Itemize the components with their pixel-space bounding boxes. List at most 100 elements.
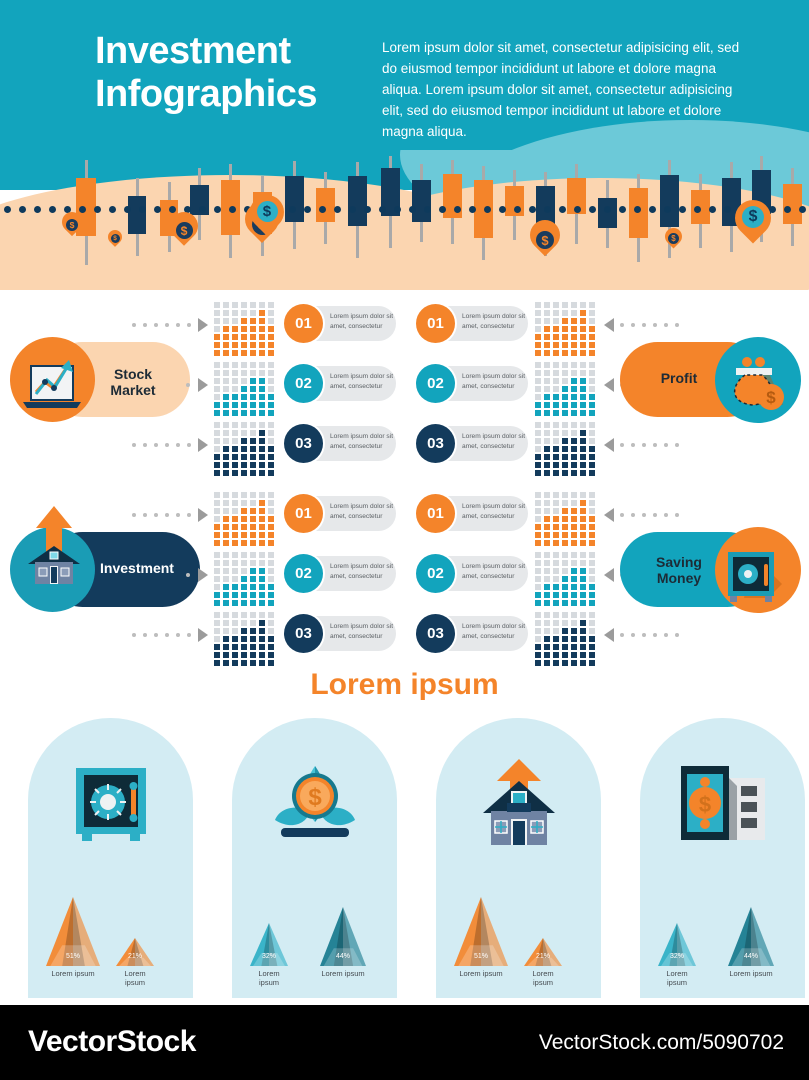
matrix-dot bbox=[553, 470, 559, 476]
card-icon-wrap: $ bbox=[232, 748, 397, 858]
candle-body bbox=[629, 188, 648, 238]
matrix-dot bbox=[223, 378, 229, 384]
matrix-dot bbox=[571, 592, 577, 598]
matrix-dot bbox=[241, 560, 247, 566]
connector-dot bbox=[132, 323, 136, 327]
pill-text: Lorem ipsum dolor sit amet, consectetur bbox=[330, 313, 394, 330]
svg-text:$: $ bbox=[698, 792, 710, 817]
connector-dot bbox=[631, 513, 635, 517]
arrow-right-icon bbox=[198, 568, 208, 582]
matrix-dot bbox=[589, 516, 595, 522]
matrix-dot bbox=[553, 584, 559, 590]
matrix-dot bbox=[589, 470, 595, 476]
baseline-dot bbox=[664, 206, 671, 213]
matrix-dot bbox=[223, 612, 229, 618]
matrix-dot bbox=[268, 492, 274, 498]
matrix-dot bbox=[214, 318, 220, 324]
matrix-dot bbox=[571, 430, 577, 436]
matrix-dot bbox=[589, 660, 595, 666]
matrix-dot bbox=[562, 430, 568, 436]
matrix-dot bbox=[250, 524, 256, 530]
hub-saving-money[interactable]: Saving Money bbox=[620, 527, 801, 613]
candle bbox=[316, 150, 335, 290]
pill-text: Lorem ipsum dolor sit amet, consectetur bbox=[462, 563, 526, 580]
matrix-dot bbox=[232, 430, 238, 436]
hub-stock-market[interactable]: Stock Market bbox=[10, 337, 190, 422]
connector-dot bbox=[154, 323, 158, 327]
matrix-dot bbox=[544, 628, 550, 634]
matrix-dot bbox=[214, 454, 220, 460]
matrix-dot bbox=[214, 644, 220, 650]
matrix-dot bbox=[268, 568, 274, 574]
hub-investment[interactable]: Investment bbox=[10, 506, 200, 612]
candle bbox=[567, 150, 586, 290]
matrix-dot bbox=[268, 612, 274, 618]
matrix-dot bbox=[241, 516, 247, 522]
matrix-dot bbox=[589, 592, 595, 598]
matrix-dot bbox=[214, 660, 220, 666]
connector-dot bbox=[631, 323, 635, 327]
matrix-dot bbox=[535, 592, 541, 598]
connector-dot bbox=[620, 323, 624, 327]
baseline-dot bbox=[634, 206, 641, 213]
matrix-dot bbox=[571, 660, 577, 666]
arrow-right-icon bbox=[198, 438, 208, 452]
matrix-dot bbox=[268, 524, 274, 530]
matrix-dot bbox=[535, 422, 541, 428]
matrix-dot bbox=[241, 612, 247, 618]
matrix-dot bbox=[259, 492, 265, 498]
matrix-dot bbox=[223, 402, 229, 408]
matrix-dot bbox=[214, 342, 220, 348]
matrix-dot bbox=[241, 620, 247, 626]
pyramid: 51%Lorem ipsum bbox=[46, 897, 100, 978]
baseline-dot bbox=[424, 206, 431, 213]
matrix-dot bbox=[250, 516, 256, 522]
matrix-dot bbox=[535, 310, 541, 316]
matrix-dot bbox=[223, 394, 229, 400]
matrix-dot bbox=[259, 620, 265, 626]
baseline-dot bbox=[379, 206, 386, 213]
matrix-dot bbox=[250, 446, 256, 452]
matrix-dot bbox=[259, 438, 265, 444]
chart-baseline-dots bbox=[0, 206, 809, 213]
candle-body bbox=[474, 180, 493, 238]
hub-profit[interactable]: $ Profit bbox=[620, 337, 801, 423]
matrix-dot bbox=[268, 552, 274, 558]
matrix-dot bbox=[544, 584, 550, 590]
matrix-dot bbox=[553, 500, 559, 506]
matrix-dot bbox=[250, 342, 256, 348]
matrix-dot bbox=[250, 350, 256, 356]
matrix-dot bbox=[580, 540, 586, 546]
matrix-dot bbox=[214, 430, 220, 436]
matrix-dot bbox=[214, 576, 220, 582]
matrix-dot bbox=[241, 350, 247, 356]
page-title-line1: Investment bbox=[95, 30, 291, 72]
matrix-dot bbox=[580, 334, 586, 340]
matrix-dot bbox=[250, 508, 256, 514]
matrix-dot bbox=[571, 628, 577, 634]
matrix-dot bbox=[562, 402, 568, 408]
matrix-dot bbox=[268, 378, 274, 384]
matrix-dot bbox=[241, 386, 247, 392]
dollar-coin-icon: $ bbox=[256, 200, 278, 222]
matrix-dot bbox=[589, 446, 595, 452]
matrix-dot bbox=[241, 524, 247, 530]
matrix-dot bbox=[580, 644, 586, 650]
